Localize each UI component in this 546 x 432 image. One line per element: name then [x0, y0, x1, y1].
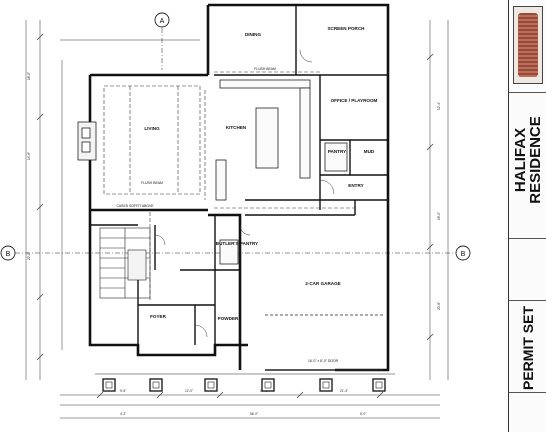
- svg-text:21'-4": 21'-4": [340, 389, 348, 393]
- svg-text:4'-2": 4'-2": [120, 412, 126, 416]
- room-label-powder: POWDER: [218, 316, 239, 321]
- svg-text:20'-8": 20'-8": [437, 302, 441, 310]
- room-label-dining: DINING: [245, 32, 262, 37]
- room-label-foyer: FOYER: [150, 314, 167, 319]
- floor-plan-drawing: 16'-0" 14'-6" 22'-0" 12'-4" 18'-0" 20'-8…: [0, 3, 471, 419]
- grid-marker-a: [154, 12, 170, 28]
- staircase: [99, 227, 151, 299]
- living-builtins: [77, 121, 97, 161]
- kitchen-casework: [215, 79, 348, 265]
- exterior-walls: [88, 3, 390, 372]
- project-name-line1: HALIFAX: [511, 127, 529, 193]
- project-title: HALIFAX RESIDENCE: [511, 116, 544, 204]
- svg-text:12'-4": 12'-4": [437, 102, 441, 110]
- title-block: HALIFAX RESIDENCE PERMIT SET: [508, 0, 546, 432]
- firm-logo: [513, 6, 543, 84]
- door-swings: [154, 49, 335, 338]
- porch-columns: [102, 378, 386, 392]
- svg-text:18'-0": 18'-0": [437, 212, 441, 220]
- room-label-garage: 2-CAR GARAGE: [305, 281, 340, 286]
- svg-text:16'-0": 16'-0": [27, 72, 31, 80]
- note-cased-soffit: CASED SOFFIT ABOVE: [116, 204, 154, 208]
- room-label-mud: MUD: [364, 149, 375, 154]
- room-label-pantry: PANTRY: [328, 149, 346, 154]
- interior-walls: [90, 5, 388, 345]
- svg-text:14'-6": 14'-6": [27, 152, 31, 160]
- beam-lines: [103, 71, 355, 300]
- room-label-entry: ENTRY: [348, 183, 363, 188]
- svg-text:9'-6": 9'-6": [120, 389, 126, 393]
- garage-door: [265, 314, 383, 371]
- note-flush-beam-living: FLUSH BEAM: [141, 181, 163, 185]
- room-label-butlers-pantry: BUTLER'S PANTRY: [216, 241, 258, 246]
- grid-marker-b-left: [0, 245, 16, 261]
- set-name-block: PERMIT SET: [520, 306, 536, 390]
- grid-marker-b-left-label: B: [6, 251, 11, 258]
- room-label-screen-porch: SCREEN PORCH: [327, 26, 365, 31]
- room-label-living: LIVING: [144, 126, 160, 131]
- set-name: PERMIT SET: [519, 305, 536, 391]
- svg-text:22'-0": 22'-0": [27, 252, 31, 260]
- room-label-office: OFFICE / PLAYROOM: [331, 98, 378, 103]
- grid-marker-b-right: [455, 245, 471, 261]
- grid-marker-a-label: A: [160, 18, 165, 25]
- svg-text:5'-0": 5'-0": [360, 412, 366, 416]
- dimension-lines: [25, 20, 449, 419]
- project-name-line2: RESIDENCE: [526, 116, 544, 204]
- room-label-kitchen: KITCHEN: [226, 125, 247, 130]
- note-garage-door: 16'-0" x 8'-0" DOOR: [308, 359, 339, 363]
- grid-marker-b-right-label: B: [461, 251, 466, 258]
- svg-text:56'-0": 56'-0": [250, 412, 258, 416]
- svg-text:12'-0": 12'-0": [185, 389, 193, 393]
- note-flush-beam-top: FLUSH BEAM: [254, 67, 276, 71]
